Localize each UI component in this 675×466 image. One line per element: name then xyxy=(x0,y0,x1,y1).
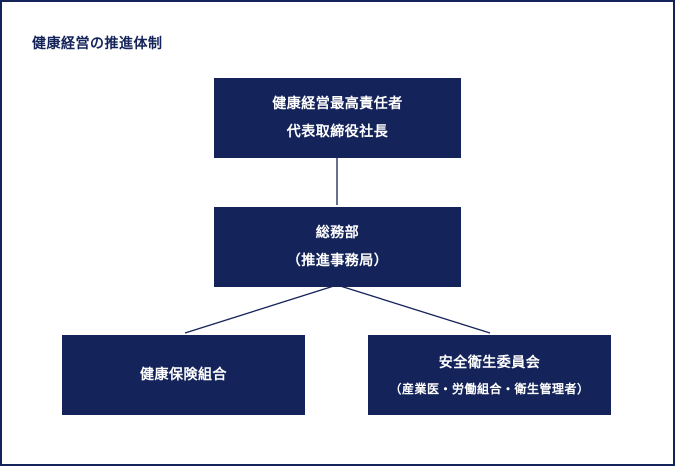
diagram-title: 健康経営の推進体制 xyxy=(32,36,163,52)
node-safety-committee-title: 安全衛生委員会 xyxy=(438,355,541,371)
node-health-insurance: 健康保険組合 xyxy=(62,335,305,415)
node-ceo: 健康経営最高責任者 代表取締役社長 xyxy=(214,78,461,158)
node-general-affairs: 総務部 （推進事務局） xyxy=(214,207,461,287)
connector-general-safety xyxy=(336,284,491,334)
node-general-affairs-title: 総務部 xyxy=(315,225,360,241)
node-ceo-title: 健康経営最高責任者 xyxy=(272,96,403,112)
node-general-affairs-subtitle: （推進事務局） xyxy=(286,253,389,269)
node-safety-committee: 安全衛生委員会 （産業医・労働組合・衛生管理者） xyxy=(368,335,611,415)
node-safety-committee-subtitle: （産業医・労働組合・衛生管理者） xyxy=(389,382,590,396)
node-ceo-subtitle: 代表取締役社長 xyxy=(286,124,389,140)
node-health-insurance-title: 健康保険組合 xyxy=(140,367,227,383)
connector-general-health xyxy=(184,284,338,334)
